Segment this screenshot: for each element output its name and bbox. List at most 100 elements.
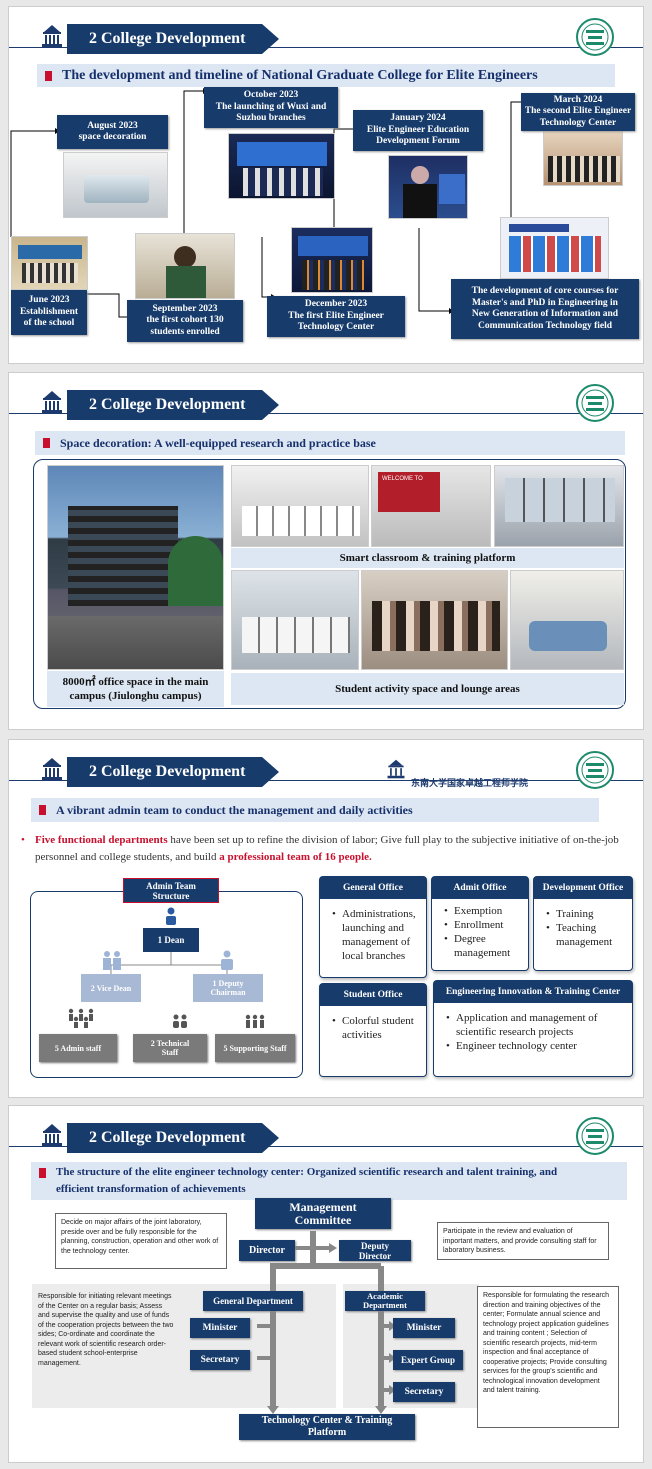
office-item: Colorful student activities (332, 1014, 420, 1042)
smart-classroom-photo-2: WELCOME TO (371, 465, 491, 547)
academic-minister-box: Minister (393, 1318, 455, 1338)
mc-description: Decide on major affairs of the joint lab… (55, 1213, 227, 1269)
subtitle-bar: A vibrant admin team to conduct the mana… (31, 798, 599, 822)
office-name: Engineering Innovation & Training Center (434, 981, 632, 1003)
activity-caption: Student activity space and lounge areas (231, 673, 624, 705)
slide-title: 2 College Development (67, 390, 279, 420)
building-logo-icon (42, 1124, 62, 1146)
slide-timeline: 2 College Development The development an… (8, 6, 644, 364)
college-emblem-icon (576, 18, 614, 56)
building-logo-icon (42, 758, 62, 780)
establishment-photo (11, 236, 88, 290)
office-admit: Admit Office ExemptionEnrollmentDegree m… (431, 876, 529, 971)
slide-tech-center-structure: 2 College Development The structure of t… (8, 1105, 644, 1463)
office-item: Enrollment (444, 918, 522, 932)
office-item: Training (546, 907, 626, 921)
slide-title: 2 College Development (67, 1123, 279, 1153)
group-icon (68, 1008, 94, 1028)
office-item: Application and management of scientific… (446, 1011, 626, 1039)
deputy-description: Participate in the review and evaluation… (437, 1222, 609, 1260)
expert-group-box: Expert Group (393, 1350, 463, 1370)
office-name: Admit Office (432, 877, 528, 899)
office-item: Exemption (444, 904, 522, 918)
second-center-photo (543, 129, 623, 186)
general-department-box: General Department (203, 1291, 303, 1311)
activity-photo-1 (231, 570, 359, 670)
slide-title: 2 College Development (67, 757, 279, 787)
college-emblem-icon (576, 1117, 614, 1155)
admin-staff-box: 5 Admin staff (39, 1034, 117, 1062)
welcome-screen: WELCOME TO (378, 472, 440, 512)
academic-description: Responsible for formulating the research… (477, 1286, 619, 1428)
office-student: Student Office Colorful student activiti… (319, 983, 427, 1077)
intro-paragraph: •Five functional departments have been s… (21, 834, 619, 863)
dean-box: 1 Dean (143, 928, 199, 952)
supporting-staff-box: 5 Supporting Staff (215, 1034, 295, 1062)
subtitle-text: The structure of the elite engineer tech… (56, 1166, 558, 1195)
director-box: Director (239, 1240, 295, 1261)
slide-header: 2 College Development (9, 7, 643, 69)
org-chart-connectors (257, 1231, 396, 1414)
office-item: Engineer technology center (446, 1039, 626, 1053)
smart-classroom-caption: Smart classroom & training platform (231, 548, 624, 568)
office-building-photo (47, 465, 224, 670)
academic-secretary-box: Secretary (393, 1382, 455, 1402)
subtitle-text: Space decoration: A well-equipped resear… (60, 435, 376, 450)
building-logo-icon (42, 25, 62, 47)
college-emblem-icon (576, 751, 614, 789)
office-name: Student Office (320, 984, 426, 1006)
person-icon (221, 950, 233, 970)
college-emblem-icon (576, 384, 614, 422)
two-persons-icon (173, 1014, 187, 1028)
admin-structure-lines (110, 951, 228, 975)
subtitle-bar: The structure of the elite engineer tech… (31, 1162, 627, 1200)
slide-header: 2 College Development (9, 1106, 643, 1168)
group-icon (245, 1014, 265, 1028)
two-persons-icon (103, 951, 121, 970)
office-item: Administrations, launching and managemen… (332, 907, 420, 963)
forum-photo (388, 155, 468, 219)
slide-title: 2 College Development (67, 24, 279, 54)
general-minister-box: Minister (190, 1318, 250, 1338)
activity-photo-2 (361, 570, 508, 670)
office-item: Teaching management (546, 921, 626, 949)
building-logo-icon (42, 391, 62, 413)
general-description: Responsible for initiating relevant meet… (38, 1293, 174, 1367)
tech-center-photo (291, 227, 373, 293)
slide-header: 2 College Development (9, 373, 643, 435)
slide-space-decoration: 2 College Development Space decoration: … (8, 372, 644, 730)
college-name-text: 东南大学国家卓越工程师学院 (411, 779, 529, 789)
person-icon (166, 907, 176, 925)
smart-classroom-photo-3 (494, 465, 624, 547)
space-frame (33, 459, 626, 709)
subtitle-text: The development and timeline of National… (62, 67, 538, 83)
smart-classroom-photo-1 (231, 465, 369, 547)
subtitle-bar: The development and timeline of National… (37, 64, 615, 87)
office-name: General Office (320, 877, 426, 899)
general-secretary-box: Secretary (190, 1350, 250, 1370)
office-name: Development Office (534, 877, 632, 899)
vice-dean-box: 2 Vice Dean (81, 974, 141, 1002)
office-engineering-center: Engineering Innovation & Training Center… (433, 980, 633, 1077)
activity-photo-3 (510, 570, 624, 670)
slide-admin-team: 2 College Development 东南大学国家卓越工程师学院 A vi… (8, 739, 644, 1098)
subtitle-text: A vibrant admin team to conduct the mana… (56, 802, 413, 817)
courses-photo (500, 217, 609, 279)
branches-photo (228, 133, 335, 199)
decoration-photo (63, 152, 168, 218)
office-item: Degree management (444, 932, 522, 960)
